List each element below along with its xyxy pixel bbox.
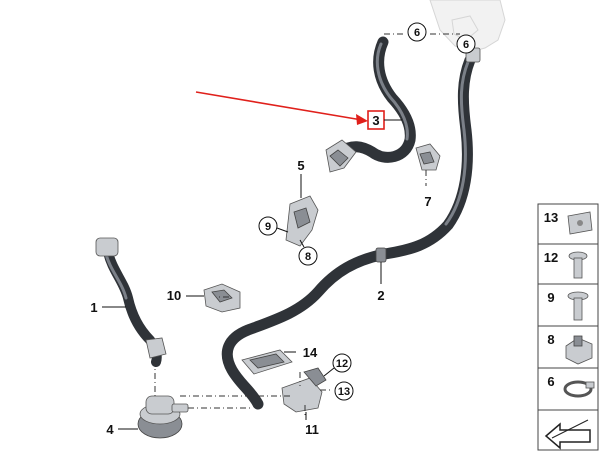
legend-item-8[interactable]: 8 (537, 325, 599, 369)
svg-text:6: 6 (414, 27, 420, 39)
legend-item-6[interactable]: 6 (537, 367, 599, 411)
svg-text:13: 13 (544, 210, 558, 225)
highlight-arrow (195, 91, 368, 125)
callout-11[interactable]: 11 (305, 412, 319, 437)
pad-14[interactable] (241, 349, 293, 375)
svg-text:5: 5 (297, 158, 304, 173)
svg-text:7: 7 (424, 194, 431, 209)
callout-9[interactable]: 9 (258, 216, 289, 236)
svg-text:14: 14 (303, 345, 318, 360)
arrow-icon (544, 419, 591, 450)
legend-item-9[interactable]: 9 (537, 283, 599, 327)
legend-item-13[interactable]: 13 (537, 203, 599, 245)
svg-text:12: 12 (336, 358, 348, 370)
svg-text:1: 1 (90, 300, 97, 315)
hose-1[interactable] (95, 237, 167, 367)
svg-text:8: 8 (547, 332, 554, 347)
water-pump-4[interactable] (137, 395, 189, 439)
callout-2[interactable]: 2 (377, 262, 385, 303)
hose-clamp-icon (563, 380, 595, 398)
callout-5[interactable]: 5 (297, 158, 305, 198)
svg-text:2: 2 (377, 288, 384, 303)
nut-icon (565, 335, 593, 365)
svg-text:9: 9 (547, 290, 554, 305)
svg-text:11: 11 (305, 422, 319, 437)
callout-3[interactable]: 3 (367, 110, 402, 130)
callout-7[interactable]: 7 (424, 194, 431, 209)
clip-nut-icon (567, 211, 593, 235)
legend-item-12[interactable]: 12 (537, 243, 599, 285)
clip-7[interactable] (415, 143, 441, 171)
svg-text:13: 13 (338, 386, 350, 398)
hose-2[interactable] (221, 47, 481, 410)
callout-1[interactable]: 1 (90, 300, 126, 315)
svg-text:10: 10 (167, 288, 181, 303)
legend-item-arrow[interactable] (537, 409, 599, 451)
callout-12[interactable]: 12 (323, 353, 352, 377)
svg-text:3: 3 (372, 113, 379, 128)
callout-14[interactable]: 14 (284, 345, 318, 360)
expansion-tank-ghost (429, 0, 506, 53)
bolt-icon (567, 291, 589, 321)
assembly-lines (154, 33, 467, 416)
callout-6-a[interactable]: 6 (407, 22, 427, 42)
bracket-5[interactable] (285, 195, 319, 247)
hose-3[interactable] (325, 36, 416, 173)
svg-text:12: 12 (544, 250, 558, 265)
callout-10[interactable]: 10 (167, 288, 204, 303)
svg-text:4: 4 (106, 422, 114, 437)
holder-10[interactable] (203, 283, 241, 313)
svg-text:8: 8 (305, 251, 311, 263)
svg-text:6: 6 (463, 39, 469, 51)
callout-13[interactable]: 13 (334, 381, 354, 401)
svg-text:9: 9 (265, 221, 271, 233)
callout-6-b[interactable]: 6 (456, 34, 476, 54)
callout-4[interactable]: 4 (106, 422, 138, 437)
legend: 13 12 9 8 (537, 203, 599, 451)
screw-icon (568, 251, 588, 279)
holder-11[interactable] (281, 367, 327, 413)
svg-text:6: 6 (547, 374, 554, 389)
callout-8[interactable]: 8 (298, 239, 318, 266)
